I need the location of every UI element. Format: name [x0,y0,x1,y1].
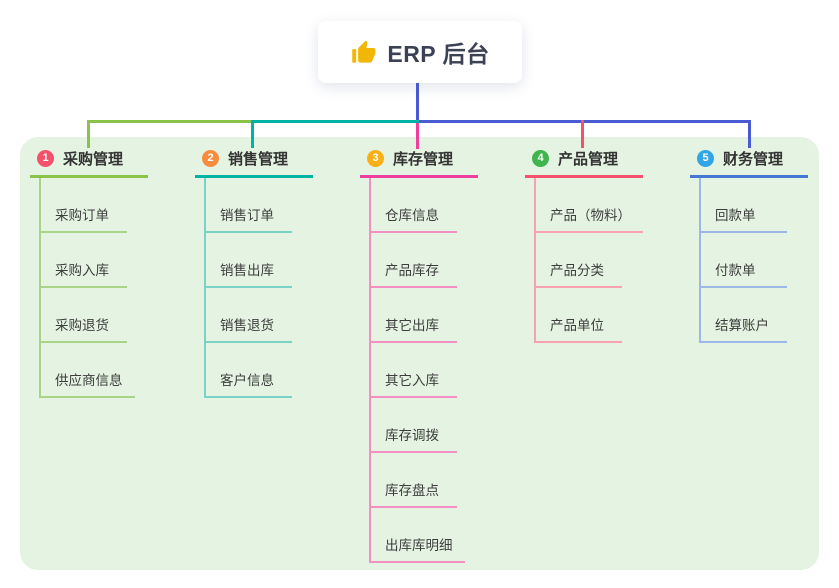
leaf-node[interactable]: 其它出库 [369,314,457,343]
list-item: 销售订单 [204,178,313,233]
list-item: 采购入库 [39,233,148,288]
leaf-node[interactable]: 产品分类 [534,259,622,288]
list-item: 产品库存 [369,233,478,288]
branch-children: 回款单 付款单 结算账户 [690,178,808,343]
branch-children: 采购订单 采购入库 采购退货 供应商信息 [30,178,148,398]
leaf-node[interactable]: 其它入库 [369,369,457,398]
branch-number-badge: 4 [532,150,549,167]
connector-horizontal-blue [419,120,749,123]
list-item: 付款单 [699,233,808,288]
leaf-node[interactable]: 供应商信息 [39,369,135,398]
branch-node-purchase[interactable]: 1 采购管理 [30,148,148,178]
list-item: 采购订单 [39,178,148,233]
branch-connector-line [204,178,206,398]
connector-drop-purchase [87,120,90,148]
branch-connector-line [39,178,41,398]
list-item: 销售出库 [204,233,313,288]
list-item: 出库库明细 [369,508,478,563]
connector-horizontal-teal [253,120,419,123]
list-item: 采购退货 [39,288,148,343]
connector-drop-inventory [416,123,419,149]
branch-children: 产品（物料） 产品分类 产品单位 [525,178,643,343]
root-title: ERP 后台 [387,41,490,67]
branch-number-badge: 1 [37,150,54,167]
connector-root-line [416,82,419,122]
list-item: 客户信息 [204,343,313,398]
list-item: 供应商信息 [39,343,148,398]
branch-label: 库存管理 [393,151,454,168]
list-item: 产品分类 [534,233,643,288]
leaf-node[interactable]: 采购订单 [39,204,127,233]
branch-column-sales: 2 销售管理 销售订单 销售出库 销售退货 客户信息 [195,148,313,398]
branch-node-finance[interactable]: 5 财务管理 [690,148,808,178]
connector-drop-finance [748,120,751,148]
leaf-node[interactable]: 仓库信息 [369,204,457,233]
branch-node-product[interactable]: 4 产品管理 [525,148,643,178]
branch-children: 销售订单 销售出库 销售退货 客户信息 [195,178,313,398]
connector-horizontal-green [87,120,253,123]
leaf-node[interactable]: 产品单位 [534,314,622,343]
branch-label: 产品管理 [558,151,619,168]
list-item: 结算账户 [699,288,808,343]
leaf-node[interactable]: 采购入库 [39,259,127,288]
branch-label: 采购管理 [63,151,124,168]
list-item: 产品（物料） [534,178,643,233]
connector-drop-product [581,120,584,148]
root-node[interactable]: ERP 后台 [318,21,522,83]
leaf-node[interactable]: 产品（物料） [534,204,643,233]
branch-number-badge: 5 [697,150,714,167]
branch-column-finance: 5 财务管理 回款单 付款单 结算账户 [690,148,808,343]
leaf-node[interactable]: 客户信息 [204,369,292,398]
branch-number-badge: 2 [202,150,219,167]
branch-label: 财务管理 [723,151,784,168]
thumbs-up-icon [352,39,376,63]
branch-label: 销售管理 [228,151,289,168]
list-item: 仓库信息 [369,178,478,233]
branch-node-sales[interactable]: 2 销售管理 [195,148,313,178]
list-item: 库存调拨 [369,398,478,453]
leaf-node[interactable]: 销售出库 [204,259,292,288]
branch-connector-line [534,178,536,343]
list-item: 其它出库 [369,288,478,343]
branch-number-badge: 3 [367,150,384,167]
leaf-node[interactable]: 库存调拨 [369,424,457,453]
leaf-node[interactable]: 出库库明细 [369,534,465,563]
leaf-node[interactable]: 销售订单 [204,204,292,233]
leaf-node[interactable]: 销售退货 [204,314,292,343]
branch-column-purchase: 1 采购管理 采购订单 采购入库 采购退货 供应商信息 [30,148,148,398]
branch-node-inventory[interactable]: 3 库存管理 [360,148,478,178]
leaf-node[interactable]: 产品库存 [369,259,457,288]
branch-children: 仓库信息 产品库存 其它出库 其它入库 库存调拨 库存盘点 出库库明细 [360,178,478,563]
list-item: 其它入库 [369,343,478,398]
list-item: 回款单 [699,178,808,233]
leaf-node[interactable]: 回款单 [699,204,787,233]
branch-connector-line [699,178,701,343]
leaf-node[interactable]: 采购退货 [39,314,127,343]
leaf-node[interactable]: 结算账户 [699,314,787,343]
list-item: 产品单位 [534,288,643,343]
connector-drop-sales [251,120,254,148]
leaf-node[interactable]: 付款单 [699,259,787,288]
branch-column-inventory: 3 库存管理 仓库信息 产品库存 其它出库 其它入库 库存调拨 库存盘点 出库库… [360,148,478,563]
list-item: 库存盘点 [369,453,478,508]
branch-column-product: 4 产品管理 产品（物料） 产品分类 产品单位 [525,148,643,343]
branch-connector-line [369,178,371,563]
leaf-node[interactable]: 库存盘点 [369,479,457,508]
branches-panel [20,137,819,570]
list-item: 销售退货 [204,288,313,343]
